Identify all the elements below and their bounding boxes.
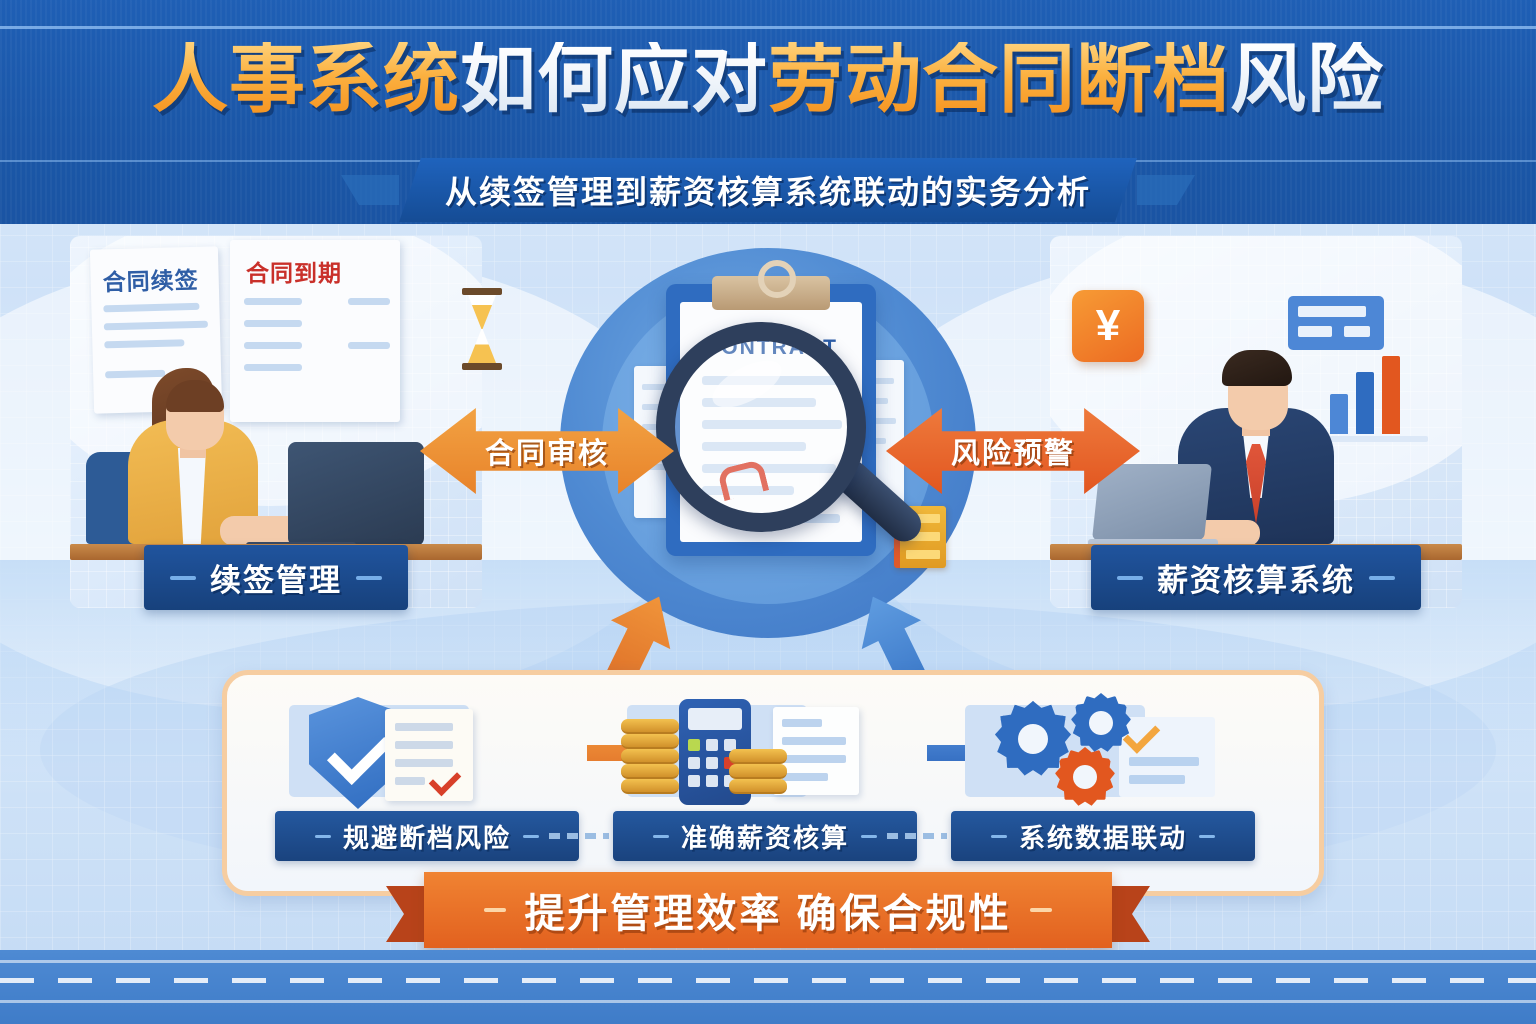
right-panel-label: 薪资核算系统 [1091,545,1421,610]
subtitle-wing-right [1137,175,1195,205]
step-2-label-text: 准确薪资核算 [680,822,849,853]
woman-shirt [177,448,207,544]
title-part-3: 劳动合同断档 [768,37,1230,122]
subtitle-band: 从续签管理到薪资核算系统联动的实务分析 [399,158,1137,222]
flow-arrow-risk-alert: 风险预警 [886,408,1140,494]
road-edge-top [0,960,1536,963]
chart-baseline [1318,436,1428,442]
left-panel-label-text: 续签管理 [210,563,342,598]
step-3-label: 系统数据联动 [951,811,1255,861]
label-dash-right [356,575,382,580]
contract-expire-card: 合同到期 [230,240,502,422]
checklist-icon [385,709,473,801]
bar-group [1330,350,1426,434]
header-rule-top [0,26,1536,29]
right-panel-label-text: 薪资核算系统 [1157,563,1355,598]
coins-icon [621,719,679,803]
step-1-icons [267,691,559,809]
road-edge-bottom [0,1000,1536,1003]
title-part-4: 风险 [1230,37,1384,122]
data-table-icon [1288,296,1384,350]
subtitle-wing-left [340,175,399,205]
title-part-2: 如何应对 [460,37,768,122]
subtitle-text: 从续签管理到薪资核算系统联动的实务分析 [444,174,1092,210]
label-dash-left [170,575,196,580]
flow-arrow-right-label: 风险预警 [950,438,1075,470]
step-divider-1 [549,833,609,839]
yen-icon: ¥ [1072,290,1144,362]
magnifier-icon [656,322,929,549]
conclusion-ribbon: 提升管理效率 确保合规性 [386,872,1150,952]
step-divider-2 [887,833,947,839]
road-dashes [0,978,1536,983]
payslip-icon [773,707,859,795]
label-dash-left [1117,575,1143,580]
ribbon-text: 提升管理效率 确保合规性 [524,892,1012,936]
ribbon-dash-left [484,908,507,912]
step-2-label: 准确薪资核算 [613,811,917,861]
bar-chart-icon [1288,296,1428,446]
title-part-1: 人事系统 [152,37,460,122]
hourglass-icon [462,288,502,370]
step-1-label: 规避断档风险 [275,811,579,861]
magnifier-ring [656,322,866,532]
ribbon-body: 提升管理效率 确保合规性 [424,872,1112,948]
label-dash-right [1369,575,1395,580]
left-panel-label: 续签管理 [144,545,408,610]
step-2-icons [605,691,897,809]
page-title: 人事系统如何应对劳动合同断档风险 [0,42,1536,118]
clipboard-ring [758,260,796,298]
bottom-road-band [0,950,1536,1024]
step-1-label-text: 规避断档风险 [342,822,511,853]
left-panel: 合同续签 合同到期 [70,236,502,610]
system-checklist-icon [1119,716,1215,797]
ribbon-dash-right [1029,908,1052,912]
man-hair [1222,350,1292,386]
yen-symbol: ¥ [1095,301,1121,350]
woman-hair-top [166,380,224,412]
monitor-icon [288,442,424,560]
bottom-steps-card: 规避断档风险 准确薪资核算 系统数据联动 [222,670,1324,896]
right-panel: ¥ 薪资核算系统 [1050,236,1462,610]
coins-stack-icon [729,749,787,805]
contract-expire-title: 合同到期 [246,260,342,286]
flow-arrow-left-label: 合同审核 [484,438,609,470]
step-3-icons [943,691,1235,809]
contract-renew-title: 合同续签 [102,266,200,296]
red-check-icon [428,763,462,797]
step-3-label-text: 系统数据联动 [1018,822,1187,853]
magnifier-gleam [705,351,789,417]
flow-arrow-contract-review: 合同审核 [420,408,674,494]
header-band: 人事系统如何应对劳动合同断档风险 从续签管理到薪资核算系统联动的实务分析 [0,0,1536,224]
subtitle-banner: 从续签管理到薪资核算系统联动的实务分析 [340,158,1195,222]
